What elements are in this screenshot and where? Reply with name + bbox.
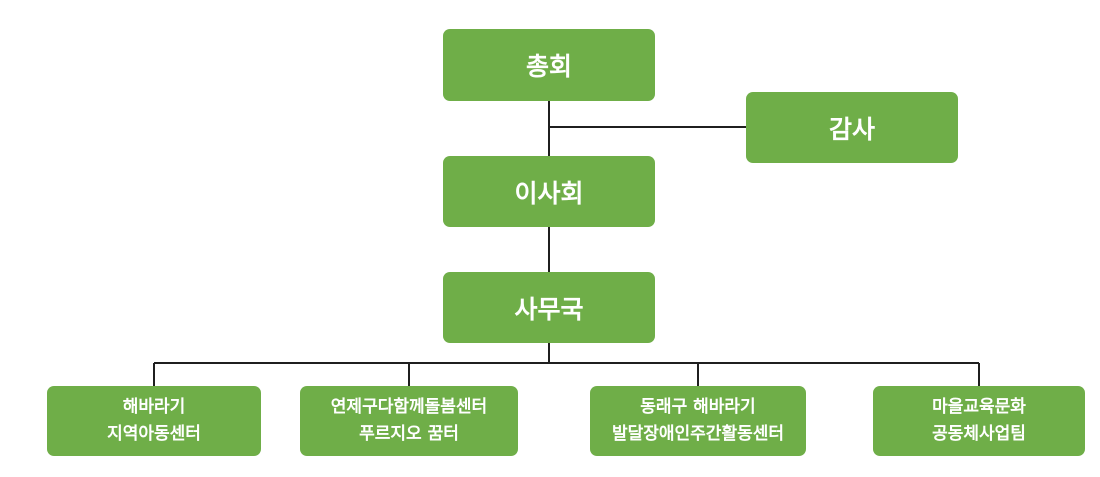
unit-3-line-1: 동래구 해바라기 [640,397,756,417]
unit-4-line-1: 마을교육문화 [932,397,1026,417]
unit-box-2: 연제구다함께돌봄센터 푸르지오 꿈터 [300,386,518,456]
unit-box-1: 해바라기 지역아동센터 [47,386,261,456]
unit-box-3: 동래구 해바라기 발달장애인주간활동센터 [590,386,806,456]
audit-box: 감사 [746,92,958,163]
board-of-directors-label: 이사회 [514,178,584,208]
unit-3-line-2: 발달장애인주간활동센터 [611,424,785,444]
board-of-directors-box: 이사회 [443,156,655,227]
unit-1-line-2: 지역아동센터 [107,424,201,444]
general-assembly-box: 총회 [443,29,655,101]
audit-label: 감사 [828,114,875,144]
unit-1-line-1: 해바라기 [122,397,186,417]
unit-box-4: 마을교육문화 공동체사업팀 [873,386,1085,456]
unit-2-line-1: 연제구다함께돌봄센터 [330,397,488,417]
secretariat-box: 사무국 [443,272,655,343]
unit-4-line-2: 공동체사업팀 [932,424,1026,444]
unit-2-line-2: 푸르지오 꿈터 [359,424,459,444]
general-assembly-label: 총회 [525,52,572,81]
secretariat-label: 사무국 [514,294,584,324]
